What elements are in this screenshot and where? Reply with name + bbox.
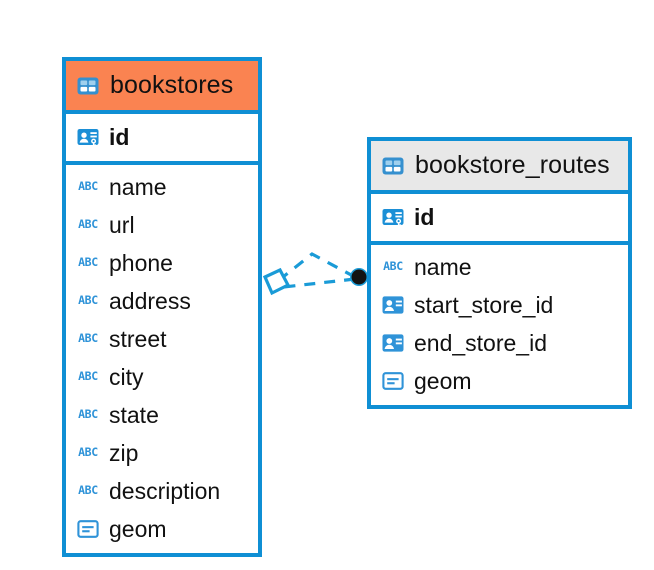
field-list-bookstores: ABC name ABC url ABC phone ABC address A… <box>66 165 258 553</box>
filled-circle-endpoint <box>350 268 368 286</box>
field-row-description[interactable]: ABC description <box>66 472 258 510</box>
field-row-id[interactable]: id <box>371 194 628 241</box>
field-label: description <box>109 477 221 504</box>
field-row-street[interactable]: ABC street <box>66 320 258 358</box>
field-label: street <box>109 325 167 352</box>
relationship-branch-lower <box>283 277 356 289</box>
text-abc-icon: ABC <box>78 407 98 422</box>
field-label: geom <box>414 367 472 394</box>
field-row-url[interactable]: ABC url <box>66 206 258 244</box>
field-row-geom[interactable]: geom <box>371 362 628 400</box>
table-icon <box>381 154 405 178</box>
text-abc-icon: ABC <box>78 445 98 460</box>
entity-header-bookstore-routes: bookstore_routes <box>371 141 628 194</box>
field-row-geom[interactable]: geom <box>66 510 258 548</box>
foreign-key-icon <box>381 331 405 355</box>
text-abc-icon: ABC <box>78 483 98 498</box>
relationship-branch-upper <box>282 252 356 279</box>
field-row-zip[interactable]: ABC zip <box>66 434 258 472</box>
field-row-name[interactable]: ABC name <box>371 248 628 286</box>
open-diamond-endpoint <box>262 267 291 296</box>
geometry-icon <box>76 517 100 541</box>
field-row-end-store-id[interactable]: end_store_id <box>371 324 628 362</box>
table-icon <box>76 74 100 98</box>
field-list-bookstore-routes: ABC name start_store_id <box>371 245 628 405</box>
field-label: address <box>109 287 191 314</box>
field-label: start_store_id <box>414 291 554 318</box>
field-label: city <box>109 363 144 390</box>
text-abc-icon: ABC <box>78 217 98 232</box>
field-label: name <box>109 173 167 200</box>
entity-header-bookstores: bookstores <box>66 61 258 114</box>
field-row-name[interactable]: ABC name <box>66 168 258 206</box>
field-label: id <box>414 204 435 230</box>
field-label: url <box>109 211 135 238</box>
field-row-state[interactable]: ABC state <box>66 396 258 434</box>
text-abc-icon: ABC <box>78 331 98 346</box>
entity-title: bookstore_routes <box>415 151 610 179</box>
field-label: phone <box>109 249 173 276</box>
text-abc-icon: ABC <box>78 179 98 194</box>
entity-bookstore-routes[interactable]: bookstore_routes <box>367 137 632 409</box>
field-label: geom <box>109 515 167 542</box>
field-row-phone[interactable]: ABC phone <box>66 244 258 282</box>
foreign-key-icon <box>381 293 405 317</box>
field-row-city[interactable]: ABC city <box>66 358 258 396</box>
primary-key-section-bookstores: id <box>66 114 258 165</box>
text-abc-icon: ABC <box>383 259 403 274</box>
primary-key-icon <box>76 126 100 150</box>
entity-bookstores[interactable]: bookstores id <box>62 57 262 557</box>
field-label: zip <box>109 439 139 466</box>
geometry-icon <box>381 369 405 393</box>
field-label: state <box>109 401 159 428</box>
text-abc-icon: ABC <box>78 369 98 384</box>
field-label: end_store_id <box>414 329 547 356</box>
field-row-start-store-id[interactable]: start_store_id <box>371 286 628 324</box>
text-abc-icon: ABC <box>78 293 98 308</box>
entity-title: bookstores <box>110 71 234 99</box>
text-abc-icon: ABC <box>78 255 98 270</box>
field-row-id[interactable]: id <box>66 114 258 161</box>
field-label: id <box>109 124 130 150</box>
primary-key-section-bookstore-routes: id <box>371 194 628 245</box>
primary-key-icon <box>381 206 405 230</box>
field-row-address[interactable]: ABC address <box>66 282 258 320</box>
field-label: name <box>414 253 472 280</box>
